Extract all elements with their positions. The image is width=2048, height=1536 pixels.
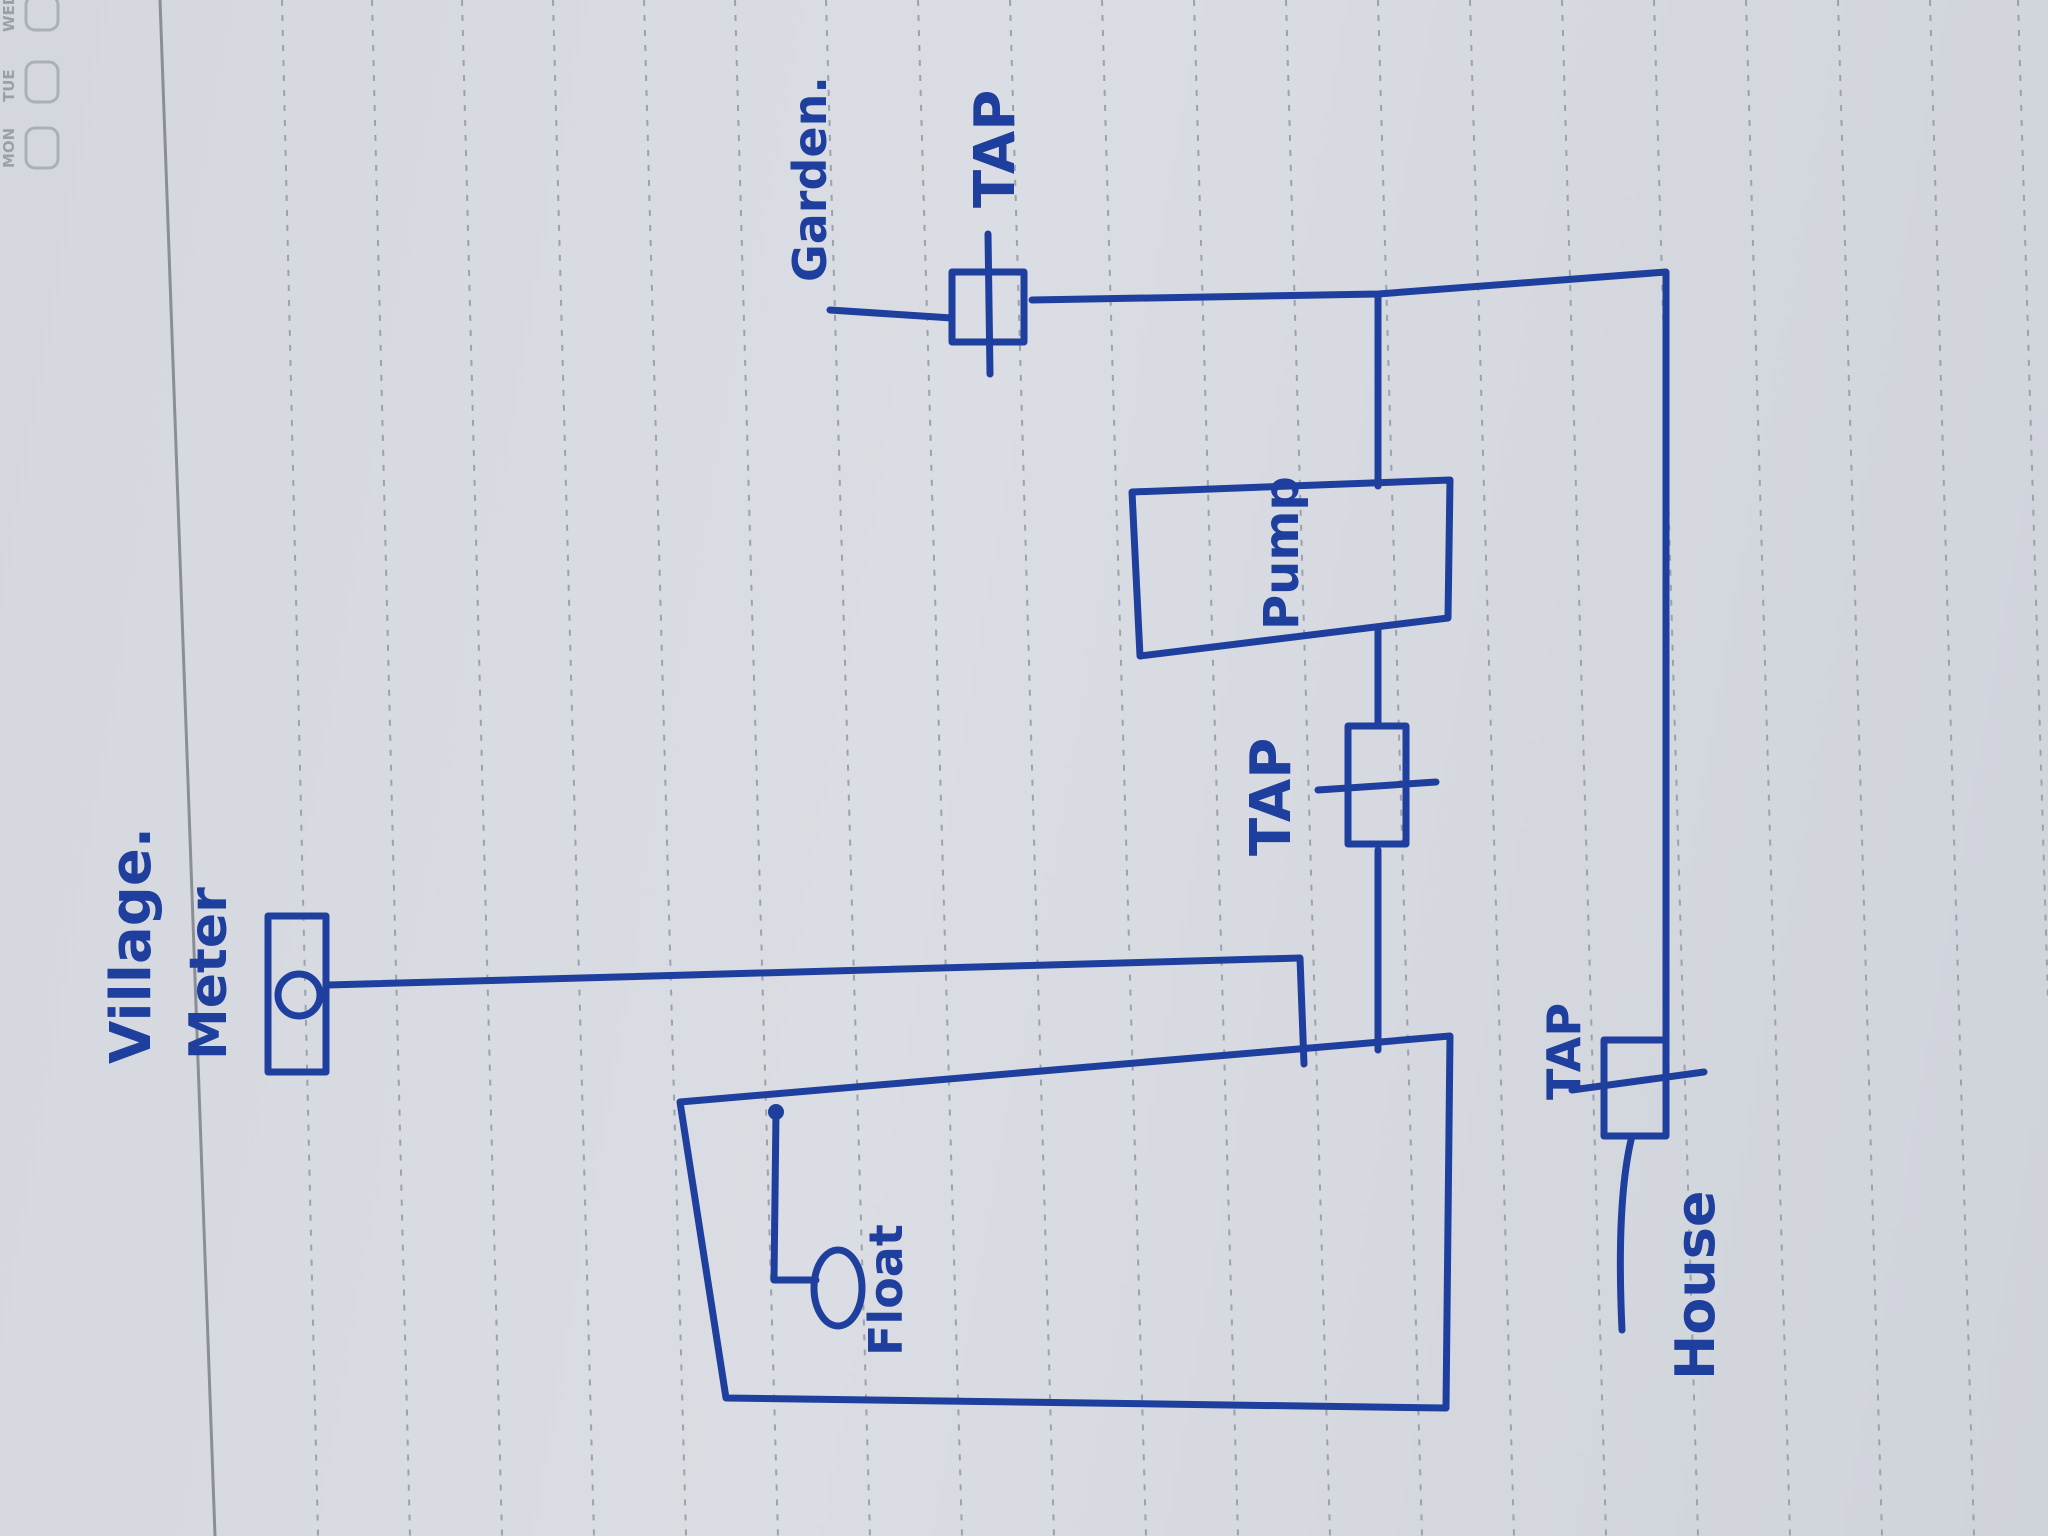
rule-line	[1101, 0, 1147, 1536]
village-label: Village.	[99, 827, 164, 1064]
tap-pump-handle	[1314, 778, 1440, 794]
rule-line	[371, 0, 411, 1536]
float-arm	[770, 1108, 820, 1284]
garden-pipe	[826, 306, 956, 322]
rule-line	[1653, 0, 1699, 1536]
rule-line	[1009, 0, 1055, 1536]
house-pipe	[1616, 1132, 1636, 1334]
rule-line	[1837, 0, 1883, 1536]
float-ball	[810, 1246, 866, 1330]
tap-house-label: TAP	[1537, 1003, 1591, 1100]
meter-label: Meter	[179, 887, 239, 1060]
day-checkbox	[24, 0, 60, 32]
tap-garden-handle	[984, 230, 994, 378]
tap-garden-valve	[826, 230, 1028, 378]
margin-line	[158, 0, 217, 1536]
float-label: Float	[859, 1224, 913, 1356]
rule-line	[1561, 0, 1607, 1536]
rule-line	[1377, 0, 1423, 1536]
day-checkbox	[24, 60, 60, 104]
rule-line	[1285, 0, 1331, 1536]
ruled-lines	[158, 0, 2048, 1536]
rule-line	[1745, 0, 1791, 1536]
rule-line	[917, 0, 963, 1536]
distribution-pipe	[1028, 268, 1670, 1044]
rule-line	[643, 0, 687, 1536]
water-tank	[676, 1032, 1454, 1412]
rule-line	[461, 0, 503, 1536]
tap-pump-valve	[1314, 722, 1440, 848]
tap-garden-label: TAP	[963, 90, 1028, 208]
village-meter	[264, 912, 330, 1076]
rule-line	[1929, 0, 1975, 1536]
rule-line	[552, 0, 595, 1536]
rule-line	[281, 0, 319, 1536]
garden-label: Garden.	[783, 76, 837, 282]
rule-line	[2017, 0, 2048, 1001]
day-label-tue: TUE	[0, 69, 18, 102]
tap-house-body	[1600, 1036, 1670, 1140]
float-valve	[768, 1104, 866, 1330]
day-label-mon: MON	[0, 128, 18, 168]
meter-dial	[274, 970, 324, 1020]
tap-house-valve	[1568, 1036, 1708, 1334]
supply-pipe	[324, 954, 1308, 1068]
meter-box	[264, 912, 330, 1076]
rule-line	[1469, 0, 1515, 1536]
pump-box	[1128, 476, 1454, 660]
rule-line	[734, 0, 779, 1536]
day-checkboxes: MON TUE WED	[0, 0, 60, 170]
day-checkbox	[24, 126, 60, 170]
house-label: House	[1664, 1190, 1727, 1380]
rule-line	[1193, 0, 1239, 1536]
tap-pump-label: TAP	[1239, 738, 1304, 856]
pump-label: Pump	[1254, 476, 1310, 630]
tap-house-handle	[1568, 1068, 1708, 1094]
day-label-wed: WED	[0, 0, 18, 32]
